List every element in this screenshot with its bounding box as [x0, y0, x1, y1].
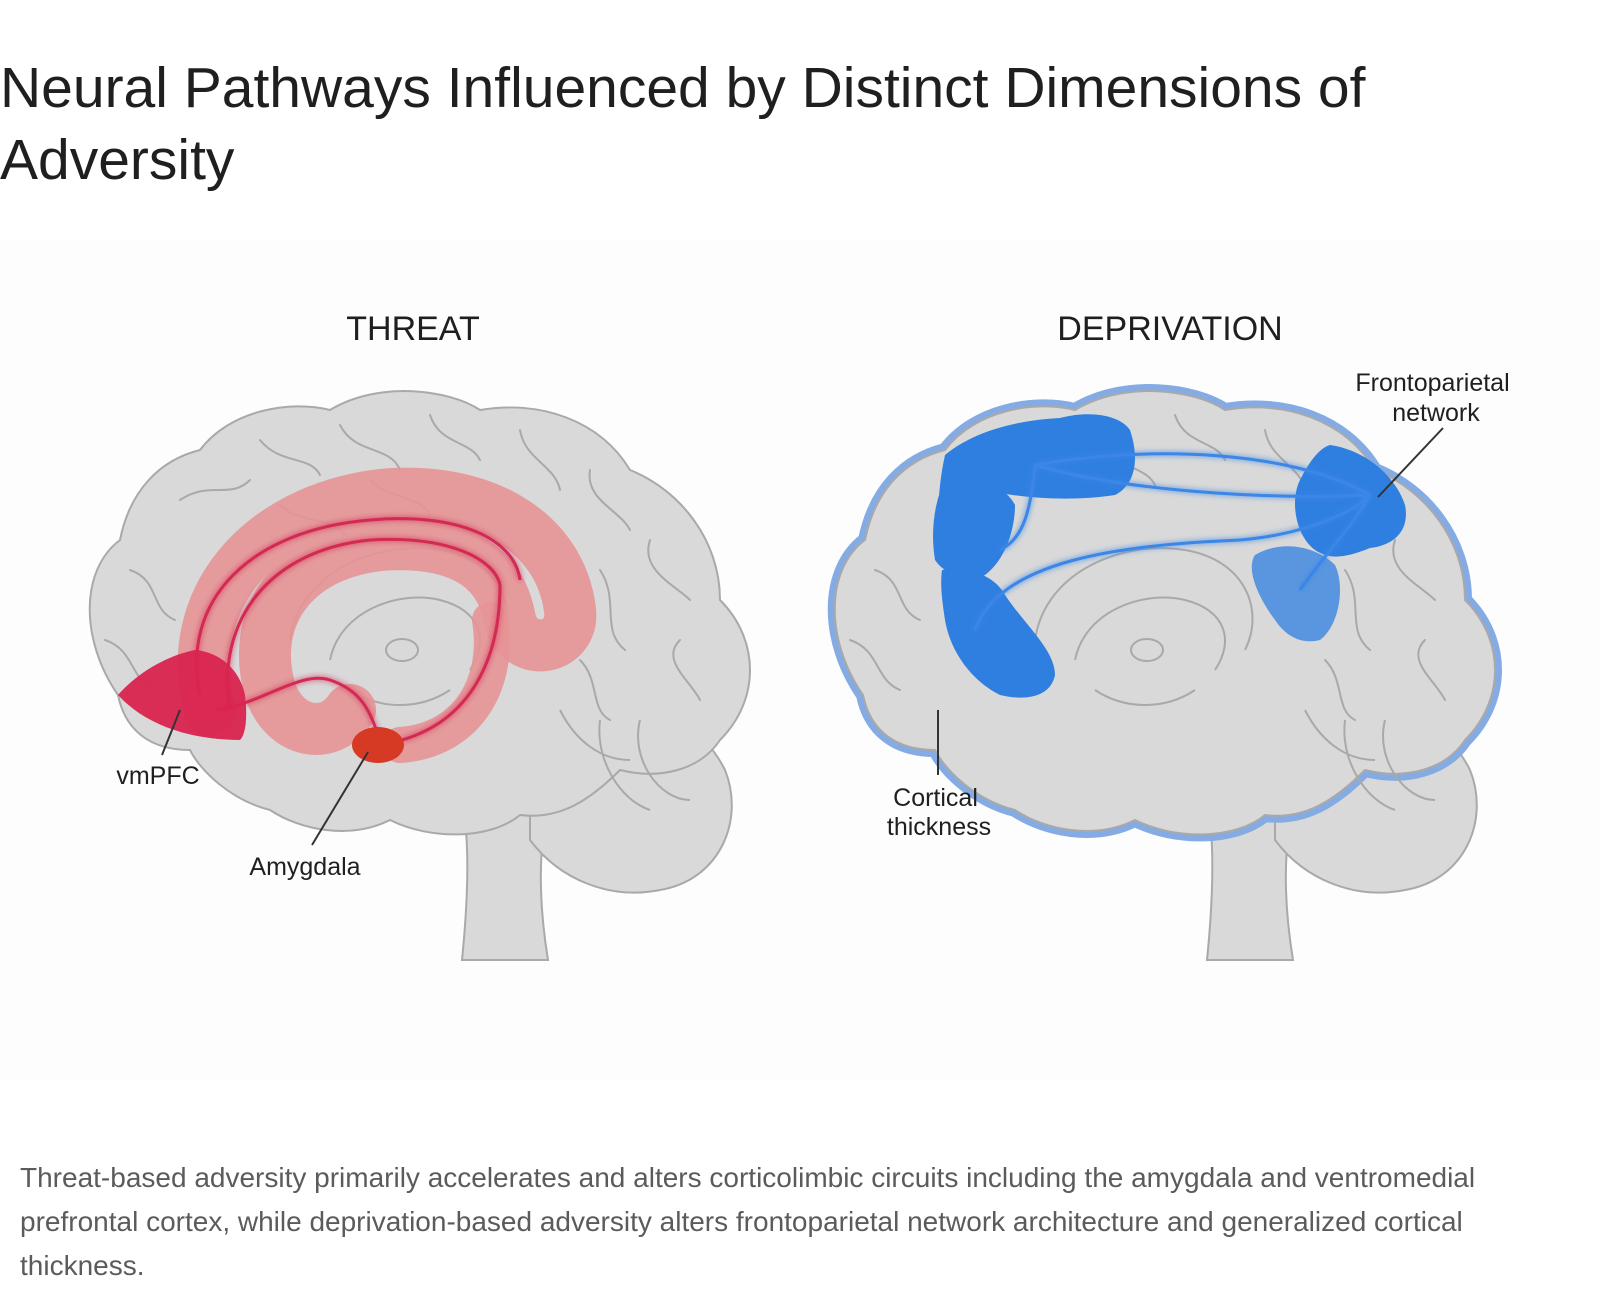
threat-vmpfc-region	[118, 650, 247, 740]
deprivation-panel: DEPRIVATION	[827, 310, 1516, 961]
threat-panel: THREAT	[88, 310, 751, 961]
deprivation-frontoparietal-label: Frontoparietal network	[1355, 369, 1516, 427]
page-title: Neural Pathways Influenced by Distinct D…	[0, 56, 1366, 192]
deprivation-frontal-superior-region	[938, 414, 1135, 550]
threat-vmpfc-label: vmPFC	[116, 762, 199, 790]
threat-limbic-band	[382, 602, 510, 763]
deprivation-inner-structures	[1034, 547, 1436, 811]
figure-caption: Threat-based adversity primarily acceler…	[20, 1162, 1476, 1281]
threat-heading: THREAT	[346, 310, 479, 348]
deprivation-frontoparietal-label-line1: Frontoparietal	[1355, 369, 1509, 397]
deprivation-cortical-label-line1: Cortical	[893, 784, 978, 812]
deprivation-heading: DEPRIVATION	[1057, 310, 1282, 348]
threat-cingulate-pathway	[177, 467, 597, 755]
deprivation-cerebrum	[833, 390, 1496, 836]
deprivation-frontal-inferior-region	[941, 568, 1055, 698]
threat-amygdala-leader	[311, 751, 369, 846]
deprivation-cortical-label: Cortical thickness	[887, 784, 991, 841]
threat-amygdala-region	[352, 727, 404, 763]
threat-tract-lines	[195, 517, 522, 742]
threat-amygdala-label: Amygdala	[249, 853, 360, 881]
deprivation-cortical-label-line2: thickness	[887, 813, 991, 841]
deprivation-frontal-lateral-region	[933, 478, 1015, 577]
deprivation-network-lines	[973, 452, 1372, 631]
threat-cerebrum	[88, 390, 751, 836]
deprivation-frontoparietal-regions	[933, 414, 1406, 698]
deprivation-parietal-region	[1295, 445, 1406, 557]
brain-diagram-figure: THREAT	[0, 240, 1600, 1080]
threat-vmpfc-leader	[161, 709, 181, 756]
deprivation-parietal-lower-region	[1251, 546, 1340, 642]
deprivation-frontoparietal-leader	[1377, 427, 1444, 498]
deprivation-frontoparietal-label-line2: network	[1392, 399, 1480, 427]
